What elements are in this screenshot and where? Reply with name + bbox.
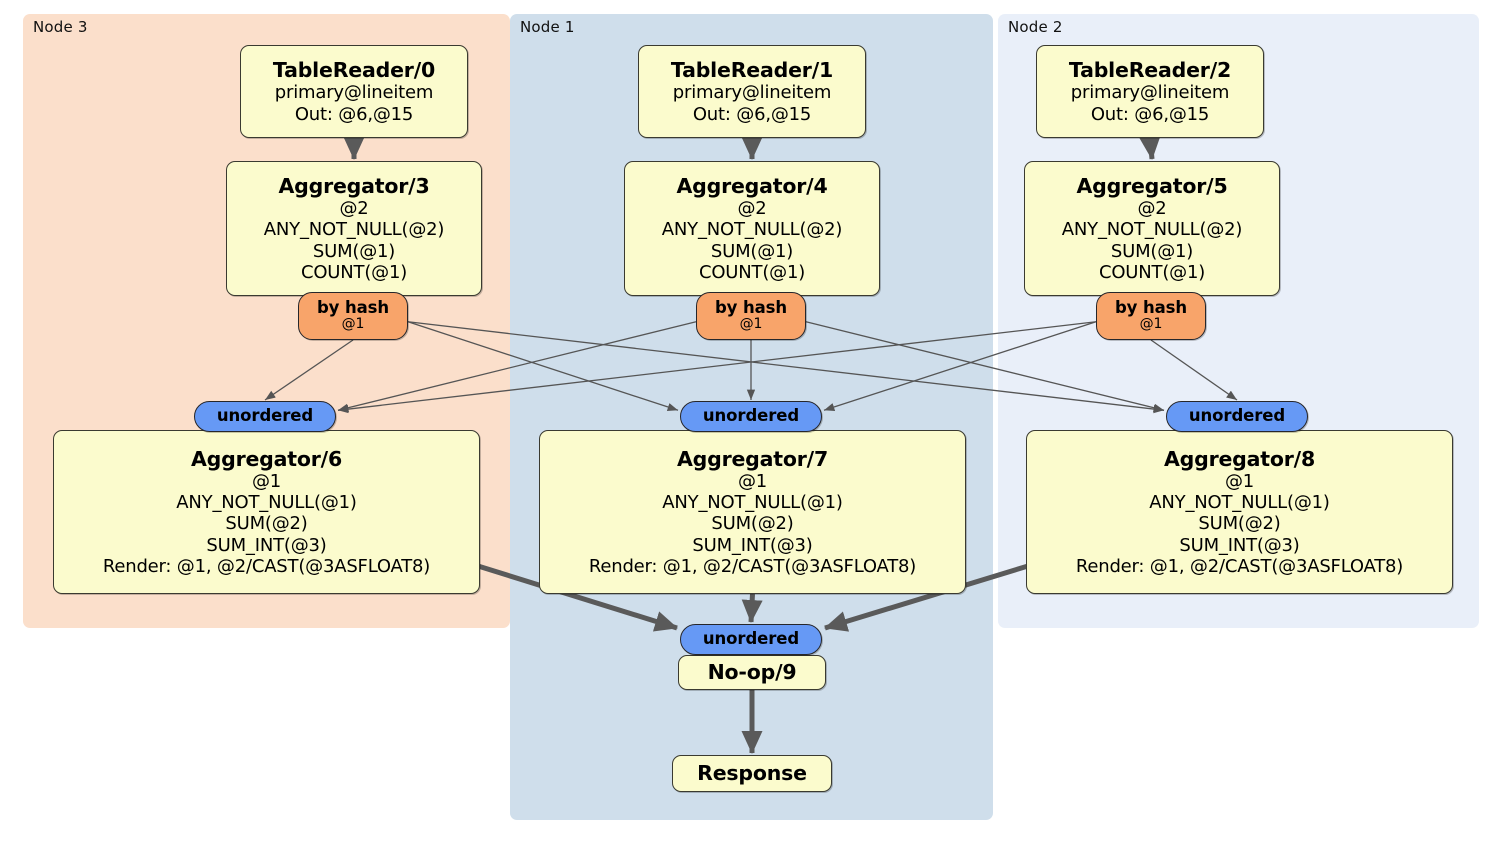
by-hash-4-label: by hash <box>714 298 788 318</box>
unordered-mid-label: unordered <box>702 406 800 426</box>
aggregator-4-line-1: @2 <box>737 198 767 220</box>
unordered-left-label: unordered <box>216 406 314 426</box>
by-hash-3-sublabel: @1 <box>341 316 365 333</box>
aggregator-7-line-0: Aggregator/7 <box>676 446 829 471</box>
aggregator-3-line-2: ANY_NOT_NULL(@2) <box>263 219 445 241</box>
table-reader-1-line-1: primary@lineitem <box>672 82 832 104</box>
unordered-mid[interactable]: unordered <box>680 401 822 432</box>
aggregator-7-line-4: SUM_INT(@3) <box>692 534 813 556</box>
aggregator-5-line-1: @2 <box>1137 198 1167 220</box>
aggregator-4-line-2: ANY_NOT_NULL(@2) <box>661 219 843 241</box>
unordered-left[interactable]: unordered <box>194 401 336 432</box>
response[interactable]: Response <box>672 755 832 792</box>
aggregator-6-line-0: Aggregator/6 <box>190 446 343 471</box>
aggregator-8-line-1: @1 <box>1224 471 1255 492</box>
aggregator-5-line-3: SUM(@1) <box>1110 240 1194 262</box>
unordered-final-label: unordered <box>702 629 800 649</box>
panel-label-node-2: Node 2 <box>1008 18 1063 36</box>
aggregator-8-line-2: ANY_NOT_NULL(@1) <box>1149 492 1330 514</box>
aggregator-6-line-3: SUM(@2) <box>225 513 308 535</box>
aggregator-7-line-2: ANY_NOT_NULL(@1) <box>662 492 843 514</box>
aggregator-8-line-0: Aggregator/8 <box>1163 446 1316 471</box>
panel-label-node-1: Node 1 <box>520 18 575 36</box>
aggregator-3-line-4: COUNT(@1) <box>300 261 408 283</box>
aggregator-8-line-3: SUM(@2) <box>1198 513 1281 535</box>
by-hash-5-sublabel: @1 <box>1139 316 1163 333</box>
aggregator-8-line-5: Render: @1, @2/CAST(@3ASFLOAT8) <box>1075 555 1404 577</box>
by-hash-3-label: by hash <box>316 298 390 318</box>
unordered-right-label: unordered <box>1188 406 1286 426</box>
aggregator-4-line-4: COUNT(@1) <box>698 261 806 283</box>
aggregator-3-line-3: SUM(@1) <box>312 240 396 262</box>
aggregator-7-line-3: SUM(@2) <box>711 513 794 535</box>
aggregator-8-line-4: SUM_INT(@3) <box>1179 534 1300 556</box>
by-hash-5-label: by hash <box>1114 298 1188 318</box>
table-reader-0-line-1: primary@lineitem <box>274 82 434 104</box>
aggregator-3-line-0: Aggregator/3 <box>278 173 430 198</box>
aggregator-6-line-2: ANY_NOT_NULL(@1) <box>176 492 357 514</box>
by-hash-4-sublabel: @1 <box>739 316 763 333</box>
aggregator-6-line-4: SUM_INT(@3) <box>206 534 327 556</box>
table-reader-2-line-0: TableReader/2 <box>1068 58 1232 83</box>
aggregator-6-line-1: @1 <box>251 471 282 492</box>
aggregator-4-line-3: SUM(@1) <box>710 240 794 262</box>
table-reader-0-line-0: TableReader/0 <box>272 58 436 83</box>
aggregator-3-line-1: @2 <box>339 198 369 220</box>
aggregator-7-line-5: Render: @1, @2/CAST(@3ASFLOAT8) <box>588 555 917 577</box>
unordered-final[interactable]: unordered <box>680 624 822 655</box>
table-reader-1-line-0: TableReader/1 <box>670 58 834 83</box>
table-reader-2-line-1: primary@lineitem <box>1070 82 1230 104</box>
aggregator-4-line-0: Aggregator/4 <box>676 173 828 198</box>
by-hash-5[interactable]: by hash@1 <box>1096 292 1206 340</box>
by-hash-3[interactable]: by hash@1 <box>298 292 408 340</box>
table-reader-0-line-2: Out: @6,@15 <box>294 103 414 125</box>
aggregator-5-line-0: Aggregator/5 <box>1076 173 1228 198</box>
aggregator-5-line-4: COUNT(@1) <box>1098 261 1206 283</box>
response-line-0: Response <box>697 761 807 786</box>
unordered-right[interactable]: unordered <box>1166 401 1308 432</box>
no-op-9-line-0: No-op/9 <box>707 660 797 685</box>
aggregator-6-line-5: Render: @1, @2/CAST(@3ASFLOAT8) <box>102 555 431 577</box>
table-reader-1-line-2: Out: @6,@15 <box>692 103 812 125</box>
aggregator-7-line-1: @1 <box>737 471 768 492</box>
no-op-9[interactable]: No-op/9 <box>678 655 826 690</box>
panel-label-node-3: Node 3 <box>33 18 88 36</box>
table-reader-2-line-2: Out: @6,@15 <box>1090 103 1210 125</box>
by-hash-4[interactable]: by hash@1 <box>696 292 806 340</box>
aggregator-5-line-2: ANY_NOT_NULL(@2) <box>1061 219 1243 241</box>
